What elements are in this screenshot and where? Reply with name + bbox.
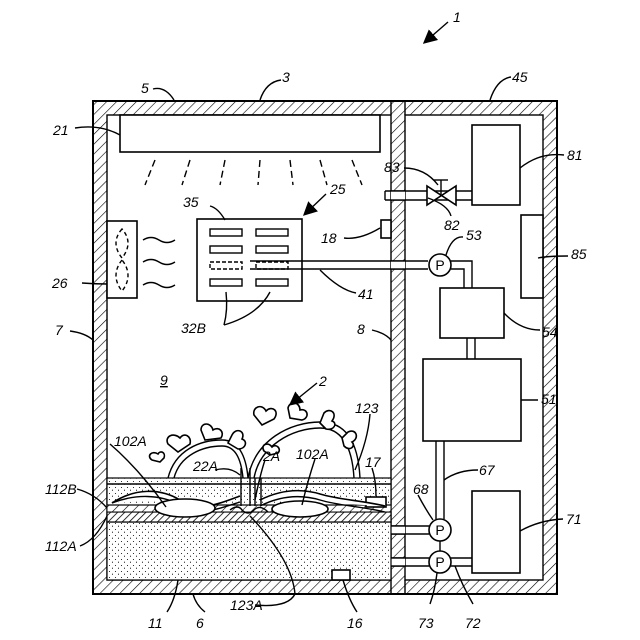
label-side-85: 85 [571, 246, 587, 262]
right-compartment [385, 125, 543, 573]
label-pump-53: 53 [466, 227, 482, 243]
label-pod-right: 102A [296, 446, 329, 462]
label-sensor-18: 18 [321, 230, 337, 246]
label-layer-112a: 112A [45, 538, 77, 554]
label-pump-73: 73 [418, 615, 434, 631]
label-filter-54: 54 [542, 324, 558, 340]
label-aux-housing: 45 [512, 69, 528, 85]
label-fan-26: 26 [51, 275, 68, 291]
label-plants-2: 2 [318, 373, 327, 389]
label-bottom-6: 6 [196, 615, 204, 631]
label-valve: 83 [384, 159, 400, 175]
vent-panel [197, 219, 302, 301]
label-fig: 1 [453, 9, 461, 25]
label-holes-32b: 32B [181, 320, 206, 336]
sensor-18 [381, 220, 391, 238]
label-tank-71: 71 [566, 511, 582, 527]
label-housing: 3 [282, 69, 290, 85]
label-partition-8: 8 [357, 321, 365, 337]
label-pipe-82: 82 [444, 217, 460, 233]
label-mat-123a: 123A [230, 597, 263, 613]
label-tank-81: 81 [567, 147, 583, 163]
label-unit-25: 25 [329, 181, 346, 197]
plants [150, 403, 360, 478]
label-ceiling: 5 [141, 80, 149, 96]
label-pipe-72: 72 [465, 615, 481, 631]
label-stem-22a: 22A [192, 458, 218, 474]
pump-53-letter: P [435, 257, 444, 273]
label-wall-7: 7 [55, 322, 64, 338]
fan-icon [107, 221, 175, 298]
label-sensor-16: 16 [347, 615, 363, 631]
label-light: 21 [52, 122, 69, 138]
pump-68-letter: P [435, 522, 444, 538]
label-pipe-67: 67 [479, 462, 496, 478]
label-reservoir-11: 11 [148, 615, 163, 631]
label-sensor-17: 17 [365, 454, 382, 470]
label-box-51: 51 [541, 391, 557, 407]
label-panel-35: 35 [183, 194, 199, 210]
pump-73-letter: P [435, 554, 444, 570]
grow-light [120, 115, 380, 185]
label-chamber-9: 9 [160, 372, 168, 388]
label-pod-left: 102A [114, 433, 147, 449]
label-tube-41: 41 [358, 286, 374, 302]
label-layer-112b: 112B [45, 481, 77, 497]
label-root-2a: 2A [262, 448, 280, 464]
label-pump-68: 68 [413, 481, 429, 497]
label-tray-123: 123 [355, 400, 379, 416]
